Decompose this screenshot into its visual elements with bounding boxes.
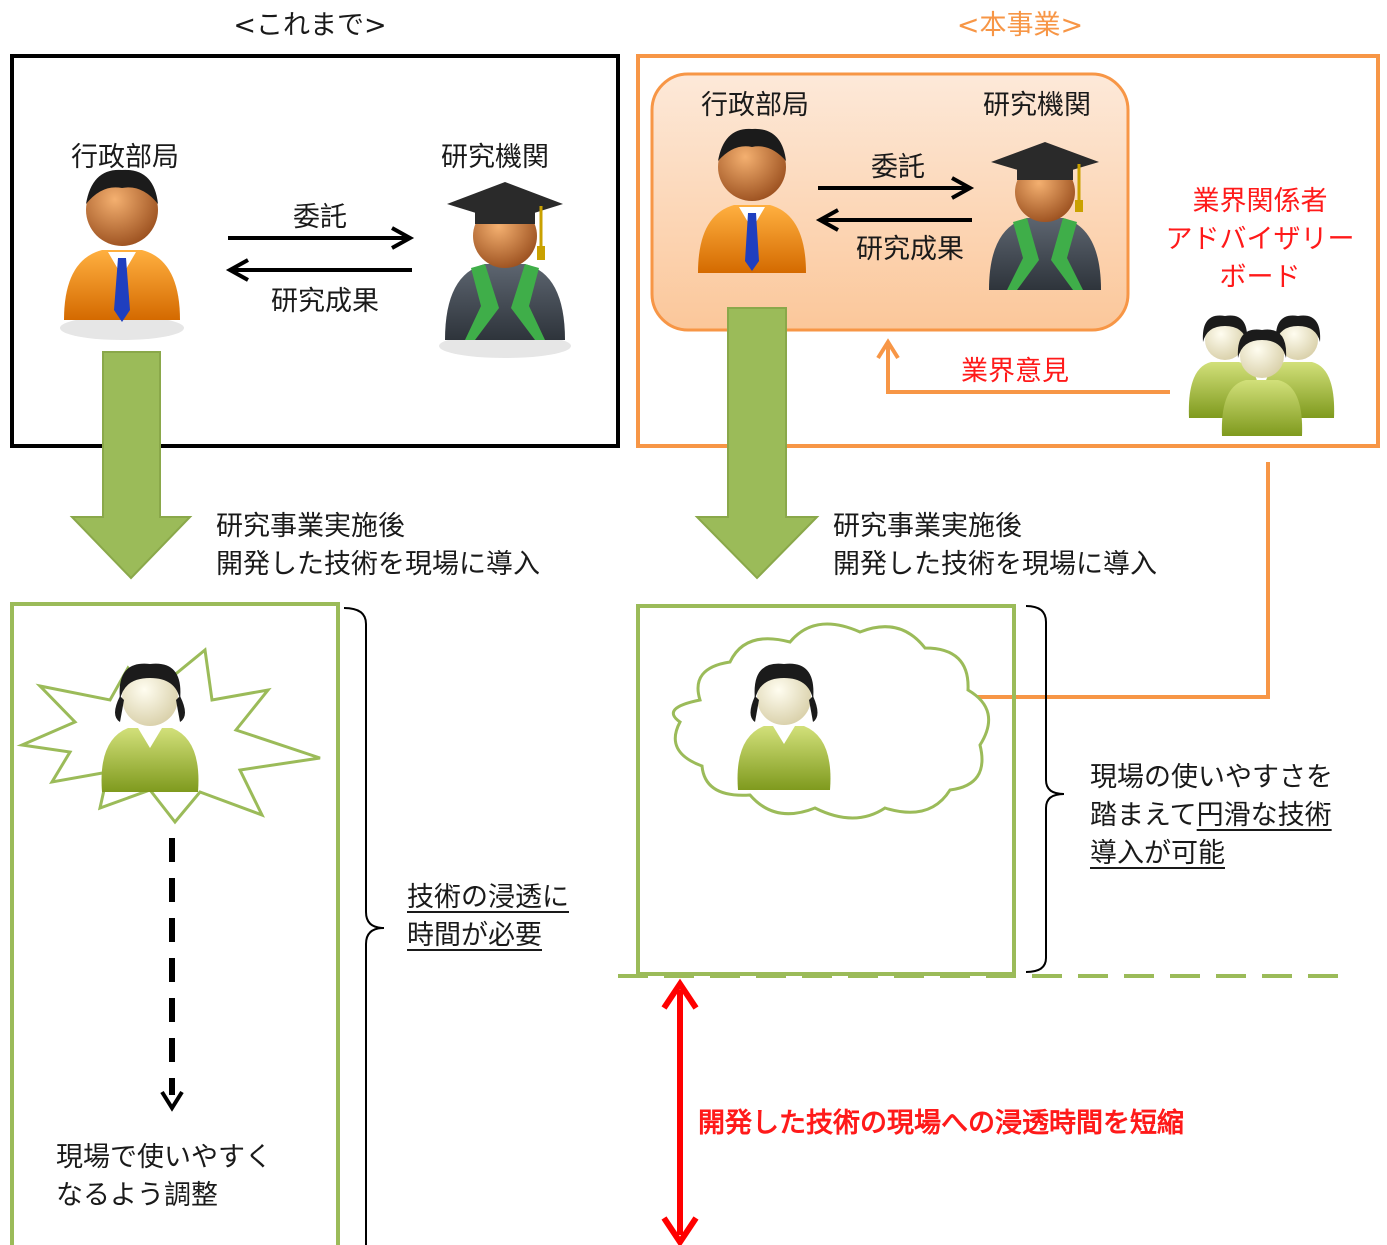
results-label: 研究成果 [856,234,964,265]
field-worker-icon [101,663,199,792]
adjust-line2: なるよう調整 [56,1180,218,1211]
research-label: 研究機関 [441,142,549,173]
cloud-shape [671,622,990,820]
businessman-icon [698,128,806,273]
arrow-caption-line1: 研究事業実施後 [216,511,405,542]
results-arrow-right [815,208,972,232]
opinion-label: 業界意見 [961,356,1069,387]
shortened-label: 開発した技術の現場への浸透時間を短縮 [698,1108,1184,1139]
down-arrow-right [694,307,820,580]
graduate-icon [439,182,571,358]
results-label: 研究成果 [271,286,379,317]
smooth-line2: 踏まえて円滑な技術 [1090,798,1332,834]
arrow-caption-line1: 研究事業実施後 [833,511,1022,542]
board-label-line1: 業界関係者 [1192,186,1328,217]
field-worker-icon [737,663,831,790]
left-bottom-box [10,602,340,1245]
research-label: 研究機関 [983,90,1091,121]
commission-label: 委託 [871,152,925,183]
smooth-line3: 導入が可能 [1090,838,1225,869]
right-heading: <本事業> [956,10,1084,41]
graduate-icon [989,142,1101,290]
smooth-line2-plain: 踏まえて [1090,800,1197,831]
brace-right [1025,605,1065,973]
time-needed-line2: 時間が必要 [407,920,542,951]
commission-arrow-right [818,176,975,200]
left-top-box [10,54,620,448]
commission-label: 委託 [293,202,347,233]
right-top-box [636,54,1380,448]
admin-label: 行政部局 [701,90,809,121]
down-arrow-left [69,351,193,580]
user-group-icon [1188,315,1335,436]
opinion-arrow [876,338,1170,394]
left-heading: <これまで> [233,10,387,41]
brace-left [343,607,385,1245]
results-arrow-left [225,258,412,282]
admin-label: 行政部局 [71,142,179,173]
arrow-caption-line2: 開発した技術を現場に導入 [216,549,540,580]
smooth-line1: 現場の使いやすさを [1090,762,1333,793]
smooth-line2-underlined: 円滑な技術 [1196,800,1332,831]
adjust-line1: 現場で使いやすく [56,1142,272,1173]
commission-arrow-left [228,226,415,250]
time-shortened-arrow [661,978,699,1245]
dashed-arrow [160,838,184,1112]
arrow-caption-line2: 開発した技術を現場に導入 [833,549,1157,580]
board-label-line2: アドバイザリー [1165,224,1355,255]
time-needed-line1: 技術の浸透に [407,882,569,913]
board-label-line3: ボード [1219,262,1301,293]
businessman-icon [60,169,184,340]
